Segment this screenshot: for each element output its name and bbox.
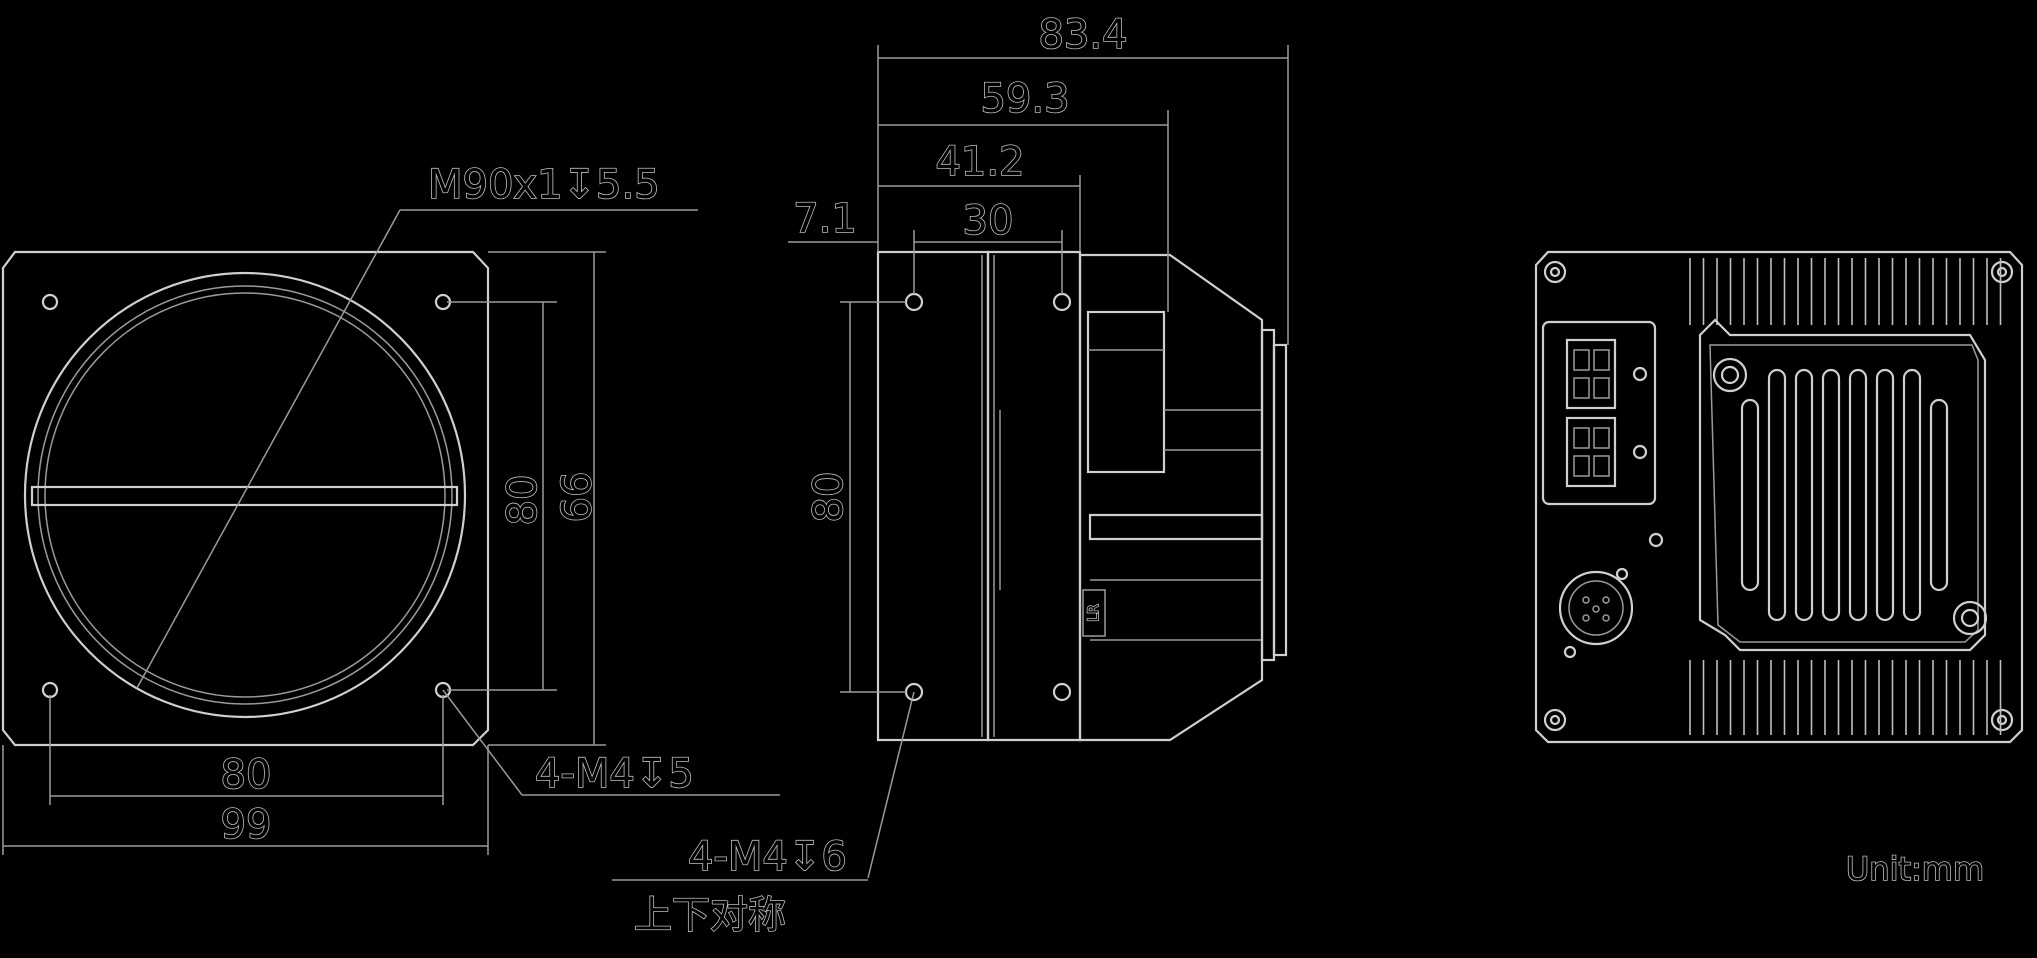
side-hole-callout-text: 4-M4↧6 [688,834,847,880]
rear-power-pin-3 [1582,614,1590,622]
side-rib-1 [1088,513,1264,541]
side-label-stamp-text: LR [1086,604,1102,622]
rear-power-pin-2 [1602,596,1610,604]
side-rear-housing [1078,253,1264,742]
rear-heatsink-frame-inner [1709,344,1979,643]
side-connector-block [1086,310,1166,474]
rear-port-upper-pin-2 [1593,349,1610,371]
side-middle-block [986,250,1082,742]
dim-front-offset-text: 7.1 [793,196,857,242]
dim-width-text: 99 [221,802,272,848]
rear-power-screw-2 [1563,645,1577,659]
rear-port-upper-pin-1 [1573,349,1590,371]
rear-connector-panel [1541,320,1657,506]
unit-label: Unit:mm [1846,850,1984,888]
dim-hole-offset-text: 30 [963,198,1014,244]
rear-power-screw-1 [1615,567,1629,581]
dim-total-length-text: 83.4 [1038,12,1127,58]
heatsink-slot [1848,368,1868,622]
heatsink-slot [1821,368,1841,622]
heatsink-slot [1794,368,1814,622]
side-hole-note-text: 上下对称 [634,893,786,937]
rear-port-upper-pin-3 [1573,377,1590,399]
side-hole-br [1052,682,1072,702]
lens-mount-outer [23,271,467,719]
hole-leader-line [442,689,523,796]
heatsink-slot [1902,368,1922,622]
side-front-flange [876,250,990,742]
rear-port-lower-pin-1 [1573,427,1590,449]
rear-hole-tr-inner [1996,266,2008,278]
rear-port-lower-pin-2 [1593,427,1610,449]
rear-plate-outline [1534,250,2024,744]
rear-power-pin-5 [1592,605,1600,613]
rear-hole-br-inner [1996,714,2008,726]
front-plate-outline [1,250,490,747]
front-view: M90x1↧5.5 80 99 80 99 4-M4↧5 [1,161,780,855]
rear-led-2 [1632,444,1648,460]
rear-hole-bl [1543,708,1567,732]
rear-power-connector [1558,570,1634,646]
rear-port-lower [1565,416,1617,488]
side-hole-leader-line [867,691,915,879]
rear-heatsink-screw-top-inner [1720,365,1740,385]
heatsink-slot [1929,398,1949,592]
rear-hole-bl-inner [1549,714,1561,726]
dim-hole-spacing-v-text: 80 [500,475,546,526]
rear-power-pin-4 [1602,614,1610,622]
rear-port-lower-pin-3 [1573,455,1590,477]
rear-heatsink-slots [1740,368,1949,622]
dim-height-text: 99 [551,472,597,523]
side-hole-tr [1052,292,1072,312]
side-label-stamp [1082,589,1106,637]
side-rear-cap [1272,343,1288,657]
side-rear-plate [1260,328,1276,662]
front-split-bar [30,485,459,507]
rear-heatsink-screw-bottom [1952,600,1988,636]
thread-leader-line [136,209,401,689]
rear-heatsink-frame [1698,318,1987,652]
lens-mount-inner [37,285,453,705]
rear-port-upper-pin-4 [1593,377,1610,399]
mount-hole-callout-text: 4-M4↧5 [535,751,694,797]
rear-led-3 [1648,532,1664,548]
rear-view [1534,250,2024,744]
rear-hole-tr [1990,260,2014,284]
dim-side-hole-spacing-text: 80 [806,472,852,523]
rear-power-pin-1 [1582,596,1590,604]
dim-length-2-text: 59.3 [980,76,1069,122]
rear-port-lower-pin-4 [1593,455,1610,477]
rear-heatsink-screw-top [1712,357,1748,393]
lens-mount-lip [44,292,446,698]
rear-power-connector-inner [1568,580,1624,636]
heatsink-slot [1875,368,1895,622]
rear-hole-br [1990,708,2014,732]
rear-led-1 [1632,366,1648,382]
mount-hole-bl [41,681,59,699]
side-hole-tl [904,292,924,312]
mount-hole-tl [41,293,59,311]
rear-port-upper [1565,338,1617,410]
rear-hole-tl [1543,260,1567,284]
side-view: LR 83.4 59.3 41.2 30 7.1 80 4-M4↧6 上下对称 [612,11,1289,938]
thread-callout-text: M90x1↧5.5 [428,162,660,208]
dim-hole-spacing-h-text: 80 [221,752,272,798]
rear-heatsink-fins [1689,258,2002,735]
heatsink-slot [1740,398,1760,592]
rear-hole-tl-inner [1549,266,1561,278]
dim-length-3-text: 41.2 [935,139,1024,185]
rear-heatsink-screw-bottom-inner [1960,608,1980,628]
heatsink-slot [1767,368,1787,622]
